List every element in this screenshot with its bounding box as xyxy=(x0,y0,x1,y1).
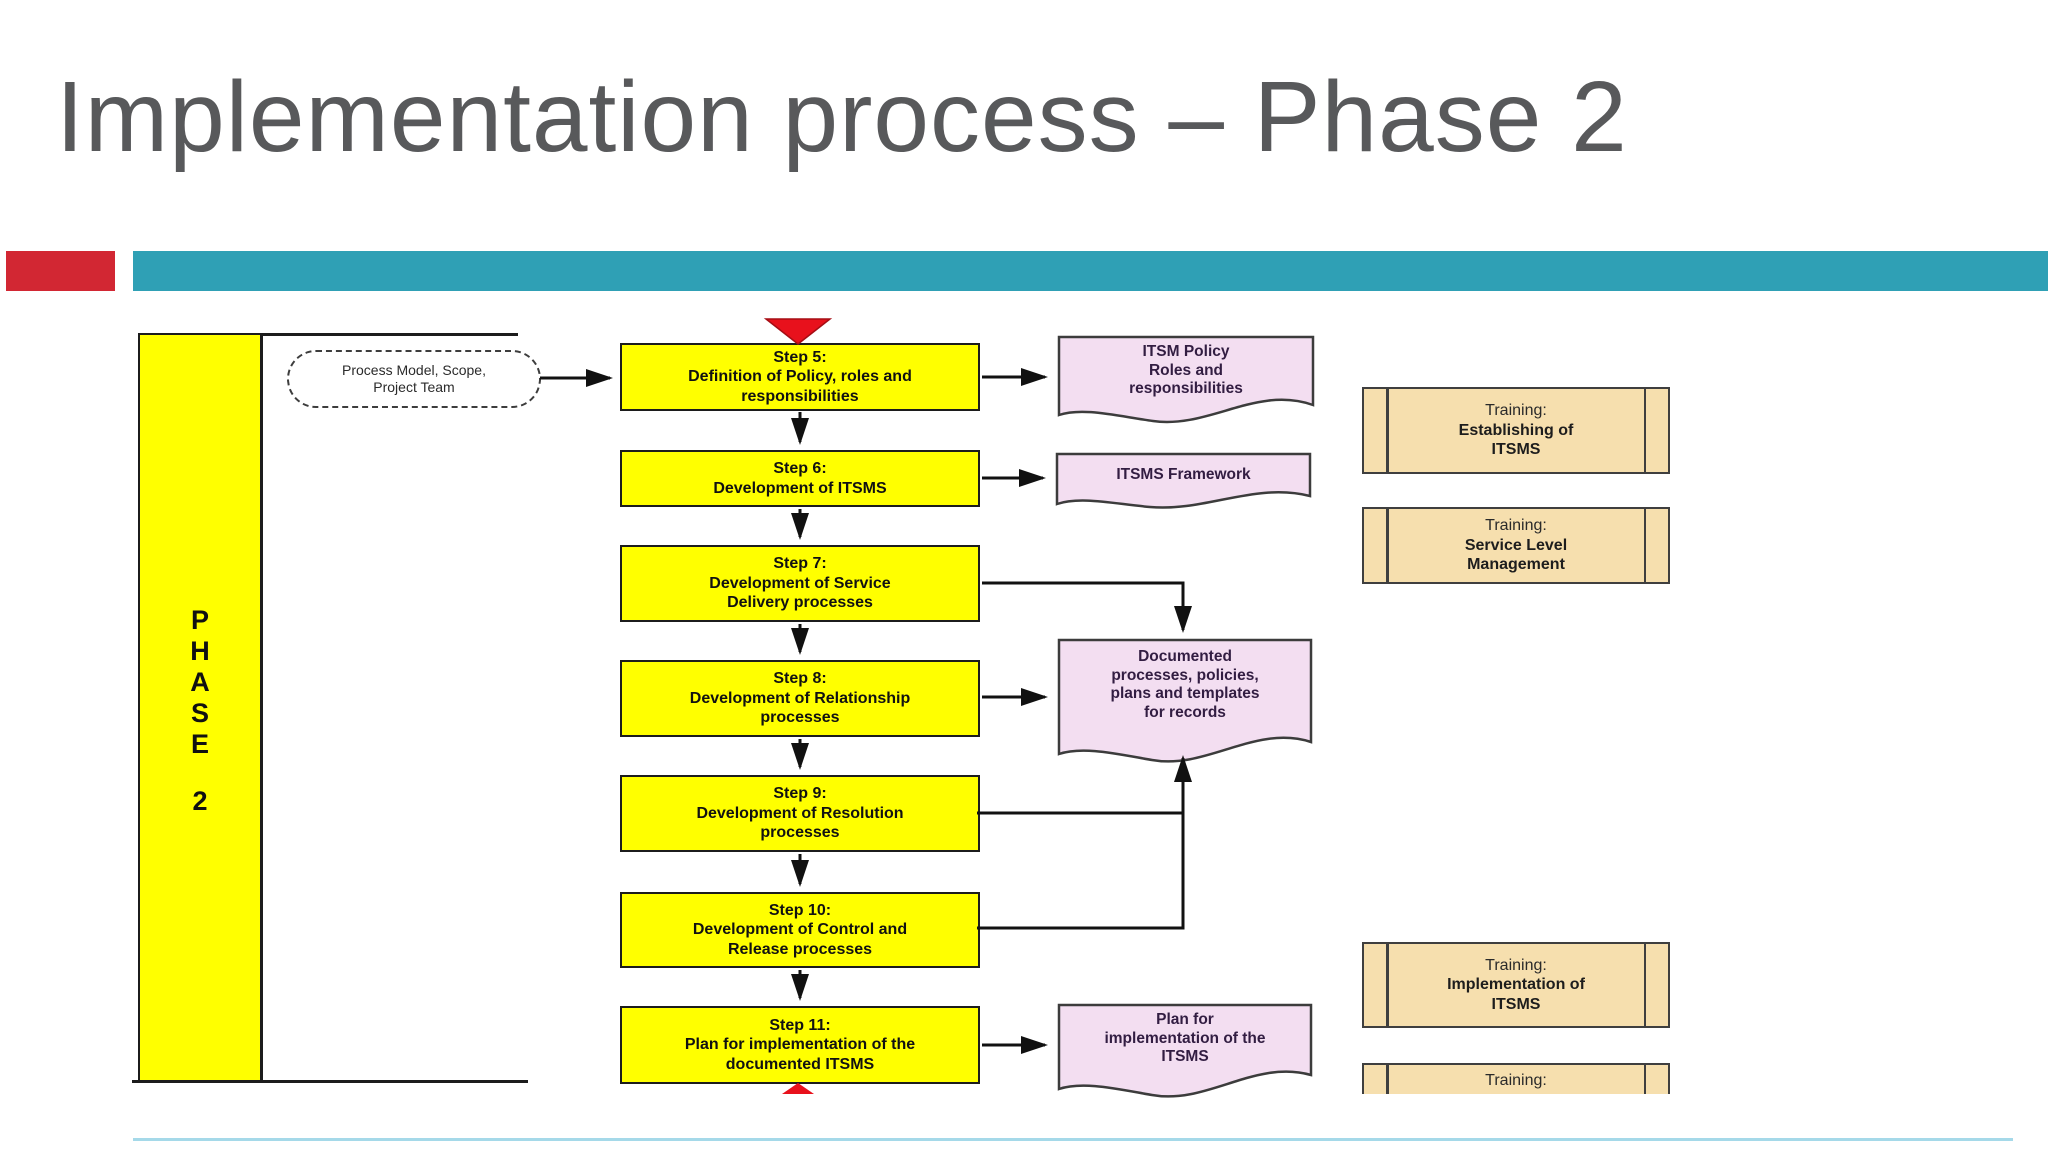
training-label: Establishing of ITSMS xyxy=(1458,421,1574,459)
training-prefix: Training: xyxy=(1485,1072,1547,1089)
training-prefix: Training: xyxy=(1485,517,1547,535)
continuation-marker-top-icon xyxy=(763,318,833,345)
step-11-box: Step 11: Plan for implementation of the … xyxy=(620,1006,980,1084)
bottom-accent-rule xyxy=(133,1138,2013,1141)
document-shape-icon xyxy=(1055,452,1312,509)
document-label: Documented processes, policies, plans an… xyxy=(1110,648,1260,721)
continuation-marker-bottom-icon xyxy=(782,1083,814,1094)
phase-lane-letters: P H A S E xyxy=(190,605,210,759)
phase-2-lane: P H A S E 2 xyxy=(138,335,263,1080)
document-documented-processes: Documented processes, policies, plans an… xyxy=(1057,638,1313,768)
step-9-box: Step 9: Development of Resolution proces… xyxy=(620,775,980,852)
document-label: ITSM Policy Roles and responsibilities xyxy=(1129,343,1243,397)
arrow-step7-doc xyxy=(982,581,1192,633)
accent-red-block xyxy=(6,251,115,291)
lane-bottom-border xyxy=(132,1080,528,1083)
training-label: Service Level Management xyxy=(1464,536,1568,574)
accent-teal-bar xyxy=(133,251,2048,291)
document-implementation-plan: Plan for implementation of the ITSMS xyxy=(1057,1003,1313,1103)
document-shape-icon xyxy=(1057,335,1315,424)
training-prefix: Training: xyxy=(1485,402,1547,420)
phase-lane-number: 2 xyxy=(192,786,208,816)
training-prefix: Training: xyxy=(1485,956,1547,974)
document-shape-icon xyxy=(1057,1003,1313,1098)
step-7-box: Step 7: Development of Service Delivery … xyxy=(620,545,980,622)
training-service-level-management: Training: Service Level Management xyxy=(1362,507,1670,584)
step-5-box: Step 5: Definition of Policy, roles and … xyxy=(620,343,980,411)
training-establishing-itsms: Training: Establishing of ITSMS xyxy=(1362,387,1670,474)
input-note-oval: Process Model, Scope, Project Team xyxy=(287,350,541,408)
document-shape-icon xyxy=(1057,638,1313,763)
step-6-box: Step 6: Development of ITSMS xyxy=(620,450,980,507)
training-implementation-itsms: Training: Implementation of ITSMS xyxy=(1362,942,1670,1028)
document-label: ITSMS Framework xyxy=(1116,466,1251,483)
lane-top-border xyxy=(138,333,518,336)
document-itsm-policy: ITSM Policy Roles and responsibilities xyxy=(1057,335,1315,427)
page-title: Implementation process – Phase 2 xyxy=(56,61,1628,173)
document-itsms-framework: ITSMS Framework xyxy=(1055,452,1312,514)
training-clipped-wrapper: Training: xyxy=(1362,1063,1670,1094)
training-label: Implementation of ITSMS xyxy=(1447,976,1585,1013)
step-10-box: Step 10: Development of Control and Rele… xyxy=(620,892,980,968)
step-8-box: Step 8: Development of Relationship proc… xyxy=(620,660,980,737)
document-label: Plan for implementation of the ITSMS xyxy=(1104,1011,1266,1065)
training-clipped: Training: xyxy=(1362,1063,1670,1094)
